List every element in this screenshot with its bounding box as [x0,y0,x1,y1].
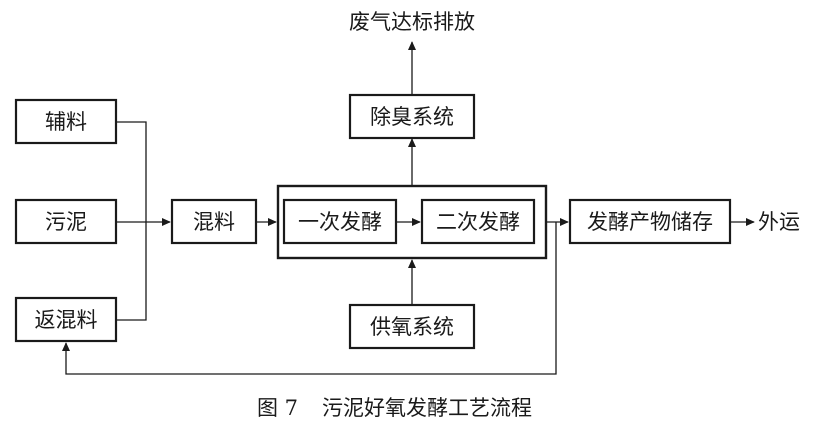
node-return-mix-label: 返混料 [35,308,98,332]
node-auxiliary-material-label: 辅料 [45,110,87,134]
return-loop-connector [61,222,557,375]
node-return-mix: 返混料 [14,296,118,343]
node-deodorization-label: 除臭系统 [370,105,454,129]
node-oxygen-supply: 供氧系统 [348,303,476,350]
node-sludge-label: 污泥 [45,210,87,234]
exhaust-discharge-label: 废气达标排放 [349,10,475,34]
node-secondary-fermentation-label: 二次发酵 [436,210,520,234]
figure-caption: 图 7 污泥好氧发酵工艺流程 [257,396,532,420]
node-primary-fermentation-label: 一次发酵 [298,210,382,234]
input-collector-connector [116,121,171,321]
node-auxiliary-material: 辅料 [14,98,118,145]
node-sludge: 污泥 [14,198,118,245]
node-mixing: 混料 [170,198,258,245]
node-oxygen-supply-label: 供氧系统 [370,315,454,339]
node-primary-fermentation: 一次发酵 [282,198,398,245]
transport-out-label: 外运 [758,210,800,234]
figure-number: 图 7 [257,396,298,420]
figure-title: 污泥好氧发酵工艺流程 [322,396,532,420]
node-deodorization: 除臭系统 [348,93,476,140]
node-product-storage-label: 发酵产物储存 [587,210,713,234]
node-product-storage: 发酵产物储存 [568,198,732,245]
node-secondary-fermentation: 二次发酵 [420,198,536,245]
node-mixing-label: 混料 [193,210,235,234]
